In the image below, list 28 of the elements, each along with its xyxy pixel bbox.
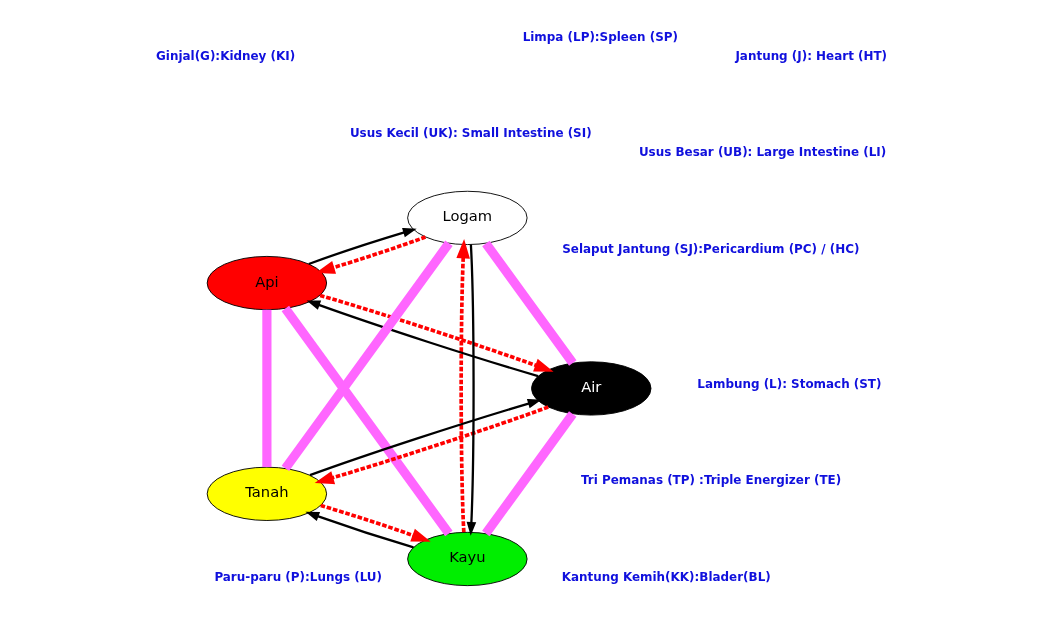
node-ellipse: Kayu: [407, 531, 528, 587]
label: Lambung (L): Stomach (ST): [697, 376, 882, 391]
arrow: [466, 244, 477, 536]
arrow: [308, 227, 417, 266]
node-ellipse: Air: [531, 361, 652, 416]
arrow: [305, 511, 414, 549]
connector: [482, 411, 577, 537]
node-ellipse: Logam: [407, 190, 528, 246]
connector: [262, 309, 272, 468]
label: Usus Kecil (UK): Small Intestine (SI): [349, 126, 592, 141]
arrow: [320, 503, 431, 542]
arrow: [314, 405, 549, 485]
label: Paru-paru (P):Lungs (LU): [214, 569, 382, 584]
label: Tri Pemanas (TP) :Triple Energizer (TE): [581, 473, 842, 488]
label: Jantung (J): Heart (HT): [735, 48, 888, 63]
arrow: [309, 399, 542, 477]
arrow: [306, 300, 539, 378]
connector: [281, 240, 453, 472]
label: Selaput Jantung (SJ):Pericardium (PC) / (HC): [562, 241, 860, 256]
connector: [482, 240, 577, 366]
label: Kantung Kemih(KK):Blader(BL): [561, 569, 771, 584]
arrow: [315, 235, 427, 274]
connector: [281, 305, 453, 537]
label: Usus Besar (UB): Large Intestine (LI): [638, 145, 887, 160]
arrow: [319, 293, 554, 372]
arrow: [456, 239, 470, 533]
label: Ginjal(G):Kidney (KI): [156, 48, 296, 63]
label: Limpa (LP):Spleen (SP): [522, 29, 678, 44]
